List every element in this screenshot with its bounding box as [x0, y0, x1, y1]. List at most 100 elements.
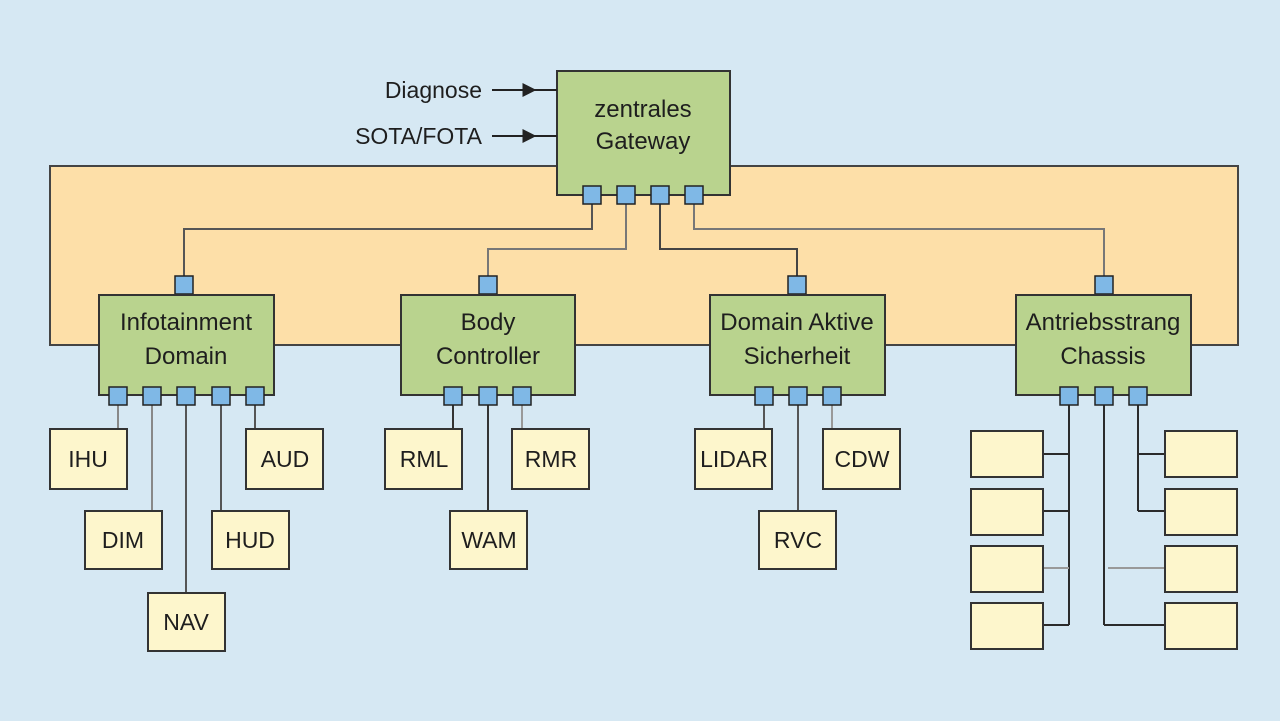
ecu-dim-label: DIM — [102, 527, 144, 553]
aktive-sicherheit-top-port — [787, 275, 807, 295]
ecu-hud-label: HUD — [225, 527, 275, 553]
ecu-ihu-box[interactable] — [49, 428, 128, 490]
gateway-connectors — [183, 204, 1105, 276]
gateway-input-diagnose: Diagnose — [385, 77, 557, 103]
antriebsstrang-label-line1: Antriebsstrang — [1026, 309, 1181, 336]
infotainment-port-3 — [176, 386, 196, 406]
ecu-l4-box[interactable] — [970, 602, 1044, 650]
body-controller-box[interactable] — [400, 294, 576, 396]
ecu-rvc[interactable]: RVC — [758, 510, 837, 570]
ecu-nav-box[interactable] — [147, 592, 226, 652]
ecu-wam[interactable]: WAM — [449, 510, 528, 570]
aktive-sicherheit-label-line2: Sicherheit — [744, 343, 851, 370]
domain-aktive-sicherheit[interactable]: Domain Aktive Sicherheit — [709, 275, 886, 511]
ecu-wam-label: WAM — [461, 527, 516, 553]
antriebsstrang-box[interactable] — [1015, 294, 1192, 396]
ecu-cdw-box[interactable] — [822, 428, 901, 490]
ecu-l2[interactable] — [970, 488, 1044, 536]
gateway-label-line1: zentrales — [594, 96, 691, 123]
connector-gateway-aktive-sicherheit — [659, 204, 798, 276]
ecu-r1-box[interactable] — [1164, 430, 1238, 478]
domain-antriebsstrang[interactable]: Antriebsstrang Chassis — [1015, 275, 1192, 626]
infotainment-port-1 — [108, 386, 128, 406]
gateway-port-4 — [684, 185, 704, 205]
ecu-rvc-box[interactable] — [758, 510, 837, 570]
ecu-ihu[interactable]: IHU — [49, 428, 128, 490]
antriebsstrang-port-2 — [1094, 386, 1114, 406]
body-controller-top-port — [478, 275, 498, 295]
ecu-rml-box[interactable] — [384, 428, 463, 490]
ecu-cdw-label: CDW — [835, 446, 890, 472]
aktive-sicherheit-box[interactable] — [709, 294, 886, 396]
ecu-r1[interactable] — [1164, 430, 1238, 478]
ecu-ihu-label: IHU — [68, 446, 108, 472]
ecu-l1-box[interactable] — [970, 430, 1044, 478]
ecu-lidar[interactable]: LIDAR — [694, 428, 773, 490]
ecu-r2[interactable] — [1164, 488, 1238, 536]
sota-fota-label: SOTA/FOTA — [355, 123, 483, 149]
domain-infotainment[interactable]: Infotainment Domain — [98, 275, 275, 593]
antriebsstrang-right-bus — [1137, 404, 1165, 512]
ecu-rmr-label: RMR — [525, 446, 577, 472]
infotainment-port-5 — [245, 386, 265, 406]
antriebsstrang-port-1 — [1059, 386, 1079, 406]
infotainment-top-port — [174, 275, 194, 295]
ecu-rvc-label: RVC — [774, 527, 822, 553]
ecu-l3[interactable] — [970, 545, 1044, 593]
ecu-dim[interactable]: DIM — [84, 510, 163, 570]
gateway-port-3 — [650, 185, 670, 205]
ecu-aud[interactable]: AUD — [245, 428, 324, 490]
ecu-hud-box[interactable] — [211, 510, 290, 570]
ecu-wam-box[interactable] — [449, 510, 528, 570]
ecu-rml[interactable]: RML — [384, 428, 463, 490]
antriebsstrang-port-3 — [1128, 386, 1148, 406]
body-controller-label-line2: Controller — [436, 343, 540, 370]
ecu-l4[interactable] — [970, 602, 1044, 650]
gateway-label-line2: Gateway — [596, 128, 691, 155]
ecu-nav[interactable]: NAV — [147, 592, 226, 652]
aktive-sicherheit-label-line1: Domain Aktive — [720, 309, 873, 336]
ecu-r3[interactable] — [1164, 545, 1238, 593]
antriebsstrang-left-bus — [1043, 404, 1070, 626]
ecu-l2-box[interactable] — [970, 488, 1044, 536]
ecu-rmr[interactable]: RMR — [511, 428, 590, 490]
body-controller-port-2 — [478, 386, 498, 406]
antriebsstrang-middle-bus — [1103, 404, 1165, 626]
gateway-port-2 — [616, 185, 636, 205]
ecu-cdw[interactable]: CDW — [822, 428, 901, 490]
connector-gateway-infotainment — [183, 204, 593, 276]
ecu-lidar-label: LIDAR — [700, 446, 768, 472]
aktive-sicherheit-port-2 — [788, 386, 808, 406]
connector-gateway-body-controller — [487, 204, 627, 276]
infotainment-label-line2: Domain — [145, 343, 228, 370]
body-controller-port-1 — [443, 386, 463, 406]
ecu-r4[interactable] — [1164, 602, 1238, 650]
domain-body-controller[interactable]: Body Controller — [400, 275, 576, 511]
ecu-aud-box[interactable] — [245, 428, 324, 490]
infotainment-port-2 — [142, 386, 162, 406]
ecu-rmr-box[interactable] — [511, 428, 590, 490]
infotainment-box[interactable] — [98, 294, 275, 396]
antriebsstrang-top-port — [1094, 275, 1114, 295]
infotainment-label-line1: Infotainment — [120, 309, 252, 336]
ecu-hud[interactable]: HUD — [211, 510, 290, 570]
aktive-sicherheit-port-3 — [822, 386, 842, 406]
body-controller-label-line1: Body — [461, 309, 516, 336]
gateway-port-1 — [582, 185, 602, 205]
gateway-box[interactable] — [556, 70, 731, 196]
ecu-lidar-box[interactable] — [694, 428, 773, 490]
ecu-dim-box[interactable] — [84, 510, 163, 570]
ecu-l1[interactable] — [970, 430, 1044, 478]
ecu-l3-box[interactable] — [970, 545, 1044, 593]
ecu-r4-box[interactable] — [1164, 602, 1238, 650]
gateway-node[interactable]: zentrales Gateway — [556, 70, 731, 205]
antriebsstrang-label-line2: Chassis — [1060, 343, 1145, 370]
diagnose-label: Diagnose — [385, 77, 482, 103]
gateway-input-sota-fota: SOTA/FOTA — [355, 123, 557, 149]
ecu-r3-box[interactable] — [1164, 545, 1238, 593]
ecu-r2-box[interactable] — [1164, 488, 1238, 536]
connector-gateway-antriebsstrang — [693, 204, 1105, 276]
ecu-nav-label: NAV — [163, 609, 209, 635]
body-controller-port-3 — [512, 386, 532, 406]
